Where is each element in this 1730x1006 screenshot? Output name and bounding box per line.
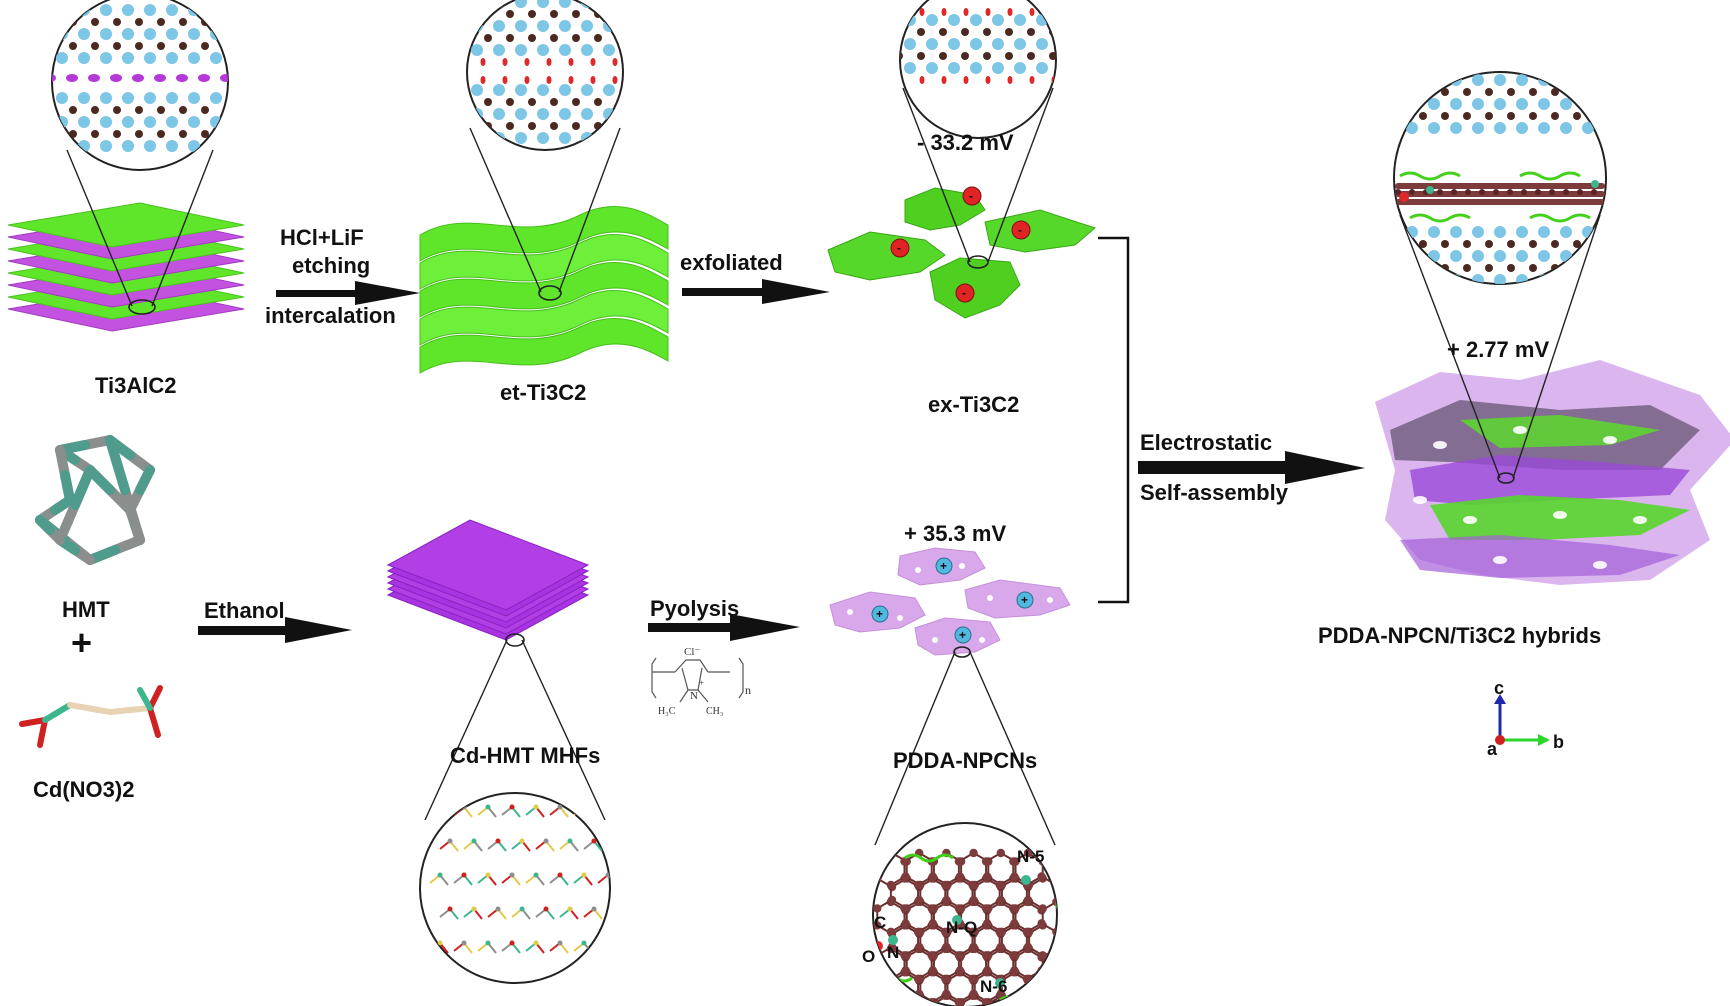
pyridinic-n-label: N [887,943,899,962]
hybrid-structure [1375,360,1730,585]
cd-hmt-mhf-stack [386,519,590,641]
axis-b-label: b [1553,732,1564,752]
pdda-cation: + [699,678,704,688]
axis-c-label: c [1494,678,1504,698]
exfoliated-label: exfoliated [680,250,783,275]
ethanol-label: Ethanol [204,598,285,623]
ti3alc2-stack [7,202,245,332]
pdda-methyl-right: CH₃ [706,706,723,717]
et-ti3c2-label: et-Ti3C2 [500,380,586,405]
pdda-npcn-zeta-potential: + 35.3 mV [904,521,1006,546]
hmt-molecule [35,435,155,565]
pdda-structure [651,657,744,703]
svg-text:+: + [876,607,883,621]
ex-ti3c2-zoom-lens [899,0,1057,269]
ti3alc2-label: Ti3AlC2 [95,373,177,398]
axis-a-label: a [1487,739,1498,759]
cd-hmt-zoom-lens [419,633,611,984]
ethanol-arrow [198,617,352,643]
etching-label: etching [292,253,370,278]
pyolysis-label: Pyolysis [650,596,739,621]
svg-text:+: + [1021,593,1028,607]
pyolysis-arrow [648,614,800,641]
svg-text:-: - [962,286,966,300]
svg-text:+: + [959,628,966,642]
merge-bracket [1098,236,1130,604]
hybrid-zeta-potential: + 2.77 mV [1447,337,1549,362]
et-ti3c2-stack [419,206,669,374]
pdda-npcn-label: PDDA-NPCNs [893,748,1037,773]
ex-ti3c2-label: ex-Ti3C2 [928,392,1019,417]
etching-arrow [276,281,420,305]
cd-nitrate-label: Cd(NO3)2 [33,777,134,802]
pdda-subscript-n: n [745,683,751,697]
pdda-methyl-left: H₃C [658,706,676,717]
nq-site-label: N-Q [946,918,977,937]
crystal-axes [1494,694,1550,746]
etching-reagent-label: HCl+LiF [280,225,364,250]
carbon-site-label: C [874,913,886,932]
positive-charge-icons: + + + + [871,557,1034,644]
svg-text:-: - [897,241,901,255]
cd-hmt-label: Cd-HMT MHFs [450,743,600,768]
pdda-chloride: Cl⁻ [684,646,700,658]
electrostatic-label: Electrostatic [1140,430,1272,455]
svg-text:+: + [940,559,947,573]
svg-text:-: - [969,189,973,203]
pdda-npcn-zoom-lens [872,646,1058,1006]
negative-charge-icons: - - - - [890,186,1031,303]
hybrid-zoom-lens [1393,71,1607,484]
intercalation-label: intercalation [265,303,396,328]
svg-text:-: - [1018,223,1022,237]
exfoliated-arrow [682,279,830,304]
pdda-nitrogen: N [690,690,698,702]
ex-ti3c2-zeta-potential: - 33.2 mV [917,130,1014,155]
self-assembly-label: Self-assembly [1140,480,1289,505]
plus-sign: + [71,622,92,663]
n6-site-label: N-6 [980,977,1007,996]
n5-site-label: N-5 [1017,847,1044,866]
self-assembly-arrow [1138,451,1365,484]
oxygen-site-label: O [862,947,875,966]
hmt-label: HMT [62,597,110,622]
cd-nitrate-molecule [19,685,163,748]
hybrid-label: PDDA-NPCN/Ti3C2 hybrids [1318,623,1601,648]
